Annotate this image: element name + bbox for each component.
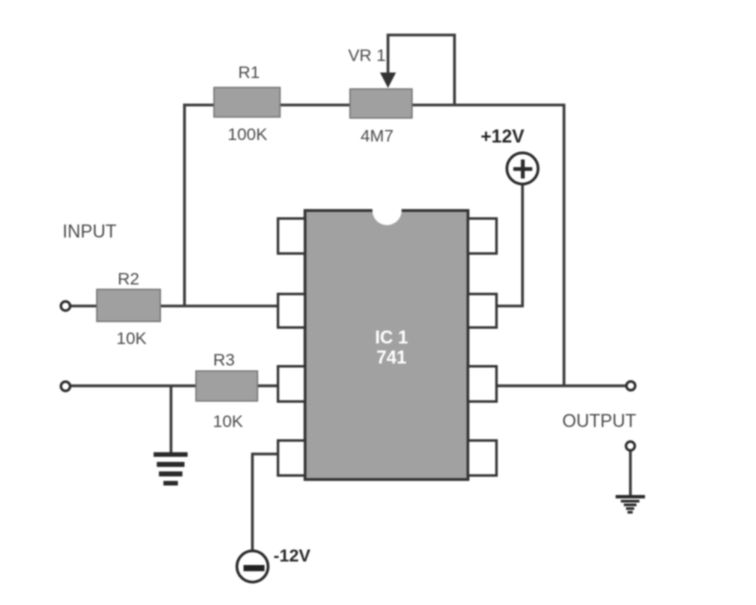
svg-text:R1: R1 — [238, 63, 260, 82]
svg-text:VR 1: VR 1 — [348, 46, 386, 65]
svg-text:10K: 10K — [116, 329, 147, 348]
svg-text:741: 741 — [376, 348, 406, 368]
svg-text:+12V: +12V — [481, 126, 525, 147]
svg-text:IC 1: IC 1 — [375, 328, 408, 348]
svg-text:4M7: 4M7 — [360, 127, 393, 146]
svg-text:100K: 100K — [228, 125, 268, 144]
svg-text:-12V: -12V — [274, 546, 311, 566]
svg-text:R3: R3 — [213, 351, 235, 370]
svg-text:OUTPUT: OUTPUT — [562, 411, 636, 431]
svg-text:INPUT: INPUT — [63, 222, 117, 242]
svg-text:10K: 10K — [213, 412, 244, 431]
svg-text:R2: R2 — [118, 270, 140, 289]
